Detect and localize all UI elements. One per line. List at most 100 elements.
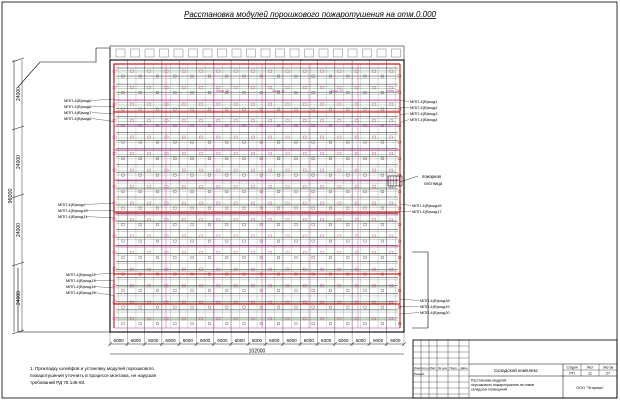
column-dimension: 6000 [165,338,176,343]
detector [346,223,350,226]
module-label: МПП-4(В)мод15 [66,290,96,295]
detector [329,305,332,309]
detector [225,223,229,226]
fire-module [130,102,134,106]
fire-module [216,201,221,205]
module-label: МПП-4(В)мод5 [64,98,92,103]
detector [121,289,125,292]
fire-module [164,102,169,106]
fire-module [182,168,186,172]
fire-module [147,168,151,172]
fire-module [354,168,359,172]
fire-module [164,201,169,205]
detector [363,91,367,94]
detector [190,256,194,259]
label-leader [399,203,412,206]
module-label: МПП-4(В)мод13 [66,278,96,283]
detector [207,256,211,259]
fire-module [112,284,117,288]
row-dimension: 24000 [16,155,22,169]
fire-module [216,152,221,156]
fire-module [372,317,376,321]
stamp-object: Складской комплекс [494,367,539,373]
detector [380,190,384,193]
detector [363,206,367,210]
fire-module [182,251,186,255]
detector [207,206,211,210]
fire-module [216,284,221,288]
fire-module [303,86,307,90]
zone-label: Зона 13 [386,89,399,93]
detector [294,107,298,111]
detector [311,256,315,259]
detector [242,74,246,78]
column-dimension: 6000 [217,338,228,343]
module-label: МПП-4(В)мод19 [420,304,450,309]
module-label: МПП-4(В)мод10 [58,208,88,213]
detector [346,140,350,144]
detector [311,173,315,177]
label-leader [93,292,115,296]
fire-module [354,185,359,189]
roof-vent [173,48,184,58]
module-label: МПП-4(В)мод12 [66,272,96,277]
detector [138,124,142,127]
detector [294,157,298,160]
zone-label: Зона 11 [272,89,285,93]
fire-module [268,185,273,189]
detector [311,190,315,193]
fire-module [199,168,203,172]
column-dimension: 6000 [269,338,280,343]
detector [277,107,281,111]
fire-module [147,251,151,255]
column-dimension: 6000 [148,338,159,343]
detector [329,157,332,160]
fire-module [303,267,307,271]
detector [294,140,298,144]
fire-module [285,234,290,238]
fire-module [354,267,359,271]
fire-module [233,185,238,189]
fire-module [372,119,376,123]
detector [207,289,211,292]
detector [329,124,332,127]
detector [277,256,281,259]
detector [311,91,315,94]
fire-module [303,185,307,189]
detector [277,206,281,210]
fire-module [354,135,359,139]
column-dimension: 6000 [390,338,401,343]
fire-module [320,102,324,106]
detector [156,190,159,193]
fire-module [337,69,342,73]
fire-module [182,152,186,156]
column-dimension: 6000 [183,338,194,343]
fire-module [337,135,342,139]
module-label: МПП-4(В)мод14 [66,284,96,289]
fire-module [233,317,238,321]
module-label: МПП-4(В)мод1 [410,99,438,104]
detector [346,157,350,160]
detector [294,305,298,309]
detector [346,305,350,309]
module-label: МПП-4(В)мод2 [410,105,438,110]
detector [259,223,263,226]
zone-label: Зона 10 [216,89,229,93]
fire-module [164,86,169,90]
detector [190,305,194,309]
fire-module [147,234,151,238]
stamp-company: ООО "Этпромс" [576,386,605,390]
fire-module [337,251,342,255]
label-leader [399,298,420,301]
detector [173,289,177,292]
adjacent-building-right [412,251,429,329]
roof-vent [115,48,126,58]
detector [380,74,384,78]
detector [259,91,263,94]
fire-module [389,317,394,321]
detector [190,107,194,111]
detector [311,239,315,243]
fire-module [233,135,238,139]
detector [380,107,384,111]
